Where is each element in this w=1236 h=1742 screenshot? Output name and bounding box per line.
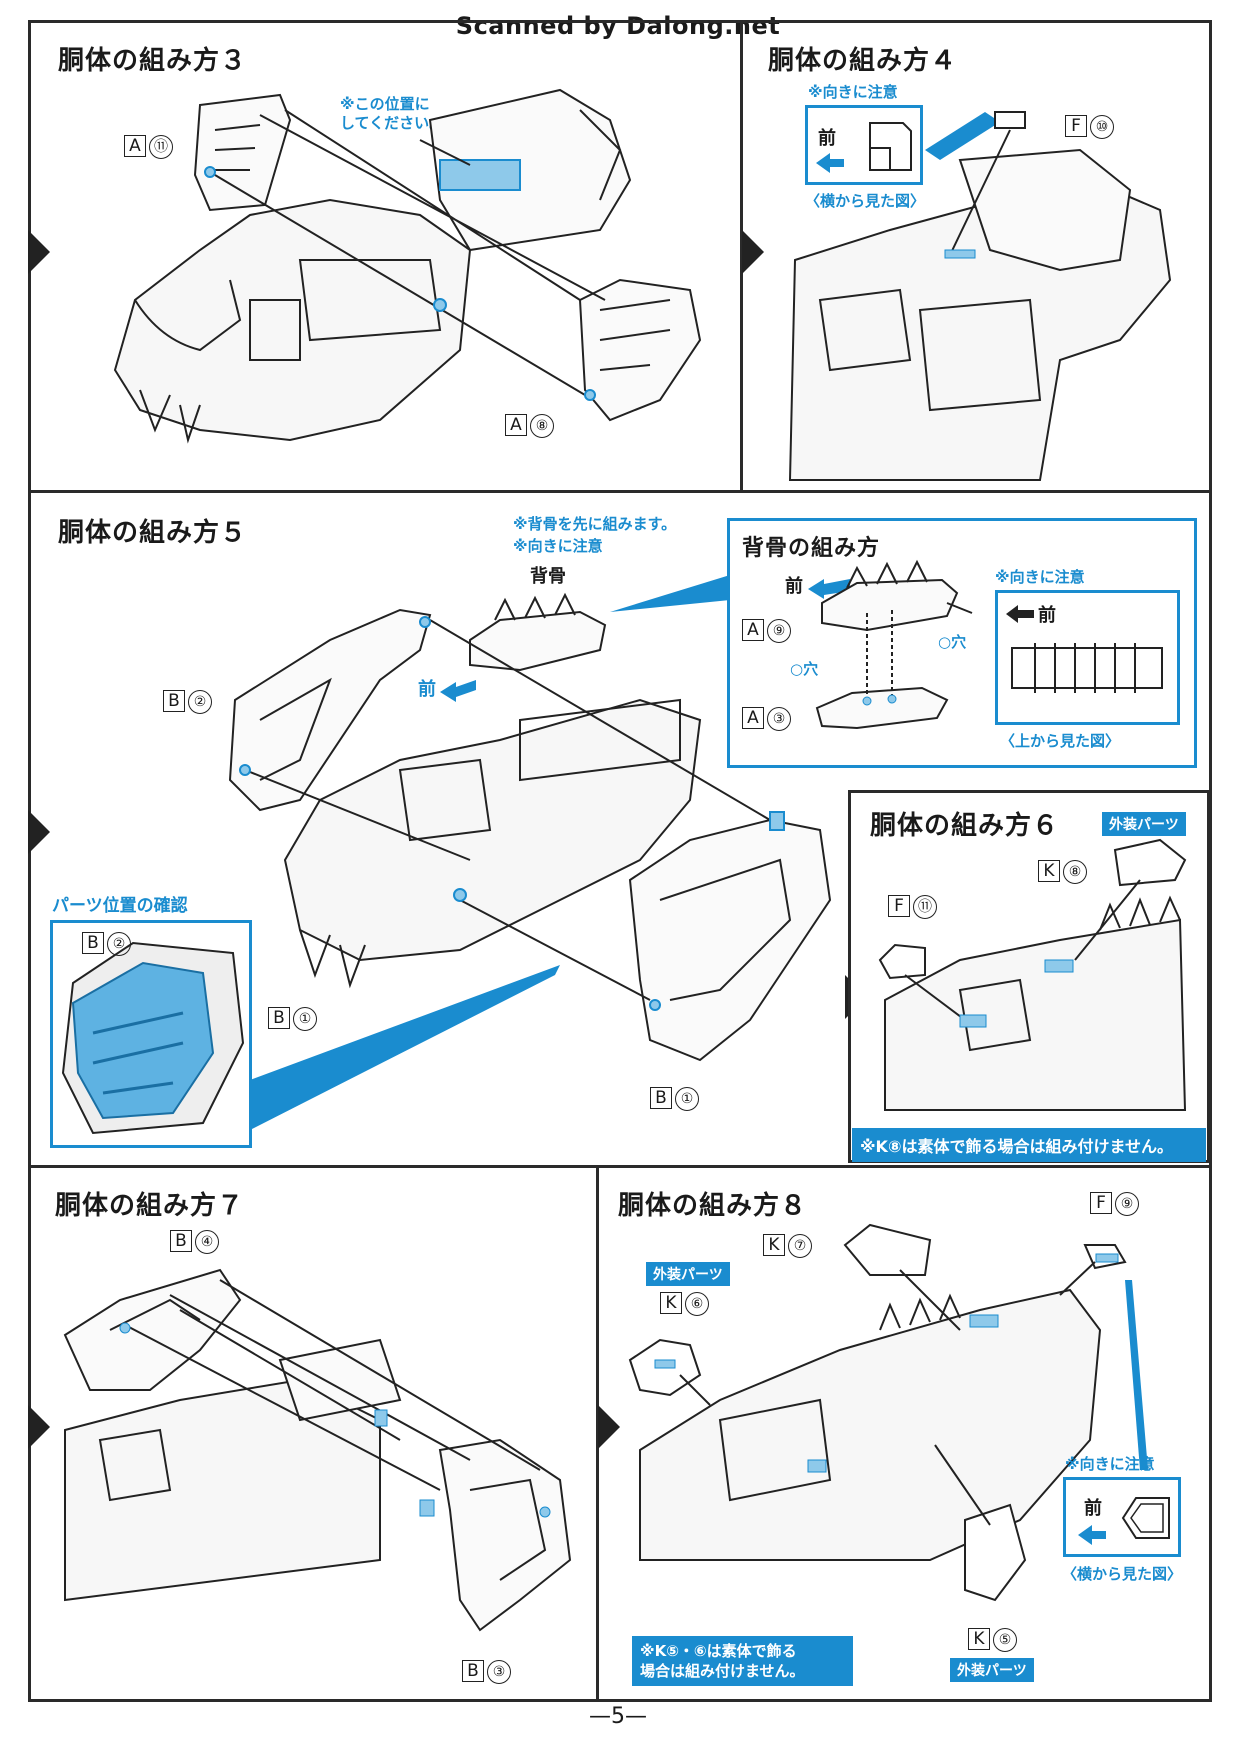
step8-caption: 〈横から見た図〉: [1062, 1565, 1183, 1583]
step3-position-note: ※この位置に してください。: [340, 95, 445, 132]
step8-side-view-box: 前: [1063, 1477, 1181, 1557]
step4-orientation-note: ※向きに注意: [808, 83, 898, 101]
part-side-view-icon: [1121, 1497, 1170, 1539]
hole-label-right: ○穴: [938, 633, 967, 651]
step3-title: 胴体の組み方３: [58, 46, 248, 76]
front-arrow-icon: [1006, 605, 1034, 623]
step7-title: 胴体の組み方７: [55, 1191, 245, 1221]
step5-illustration: [228, 575, 832, 1130]
step8-warning: ※K⑤・⑥は素体で飾る 場合は組み付けません。: [632, 1636, 853, 1686]
step6-exterior-badge: 外装パーツ: [1102, 812, 1186, 836]
spine-top-view-box: 前: [995, 590, 1180, 725]
step4-title: 胴体の組み方４: [768, 46, 958, 76]
step8-front-label: 前: [1084, 1498, 1102, 1519]
spine-orientation-note: ※向きに注意: [995, 568, 1085, 586]
top-view-front-label: 前: [1038, 605, 1056, 626]
step6-title: 胴体の組み方６: [870, 811, 1060, 841]
spine-parts-illustration: [815, 559, 973, 730]
spine-box-title: 背骨の組み方: [742, 536, 881, 561]
part-side-view-icon: [869, 122, 912, 171]
step8-orientation-note: ※向きに注意: [1065, 1455, 1155, 1473]
flow-arrow-icon: [28, 230, 50, 274]
divider-row2: [28, 1165, 1212, 1168]
divider-col-r1: [740, 20, 743, 492]
step8-exterior-badge-2: 外装パーツ: [950, 1658, 1034, 1682]
front-arrow-icon: [808, 579, 850, 599]
divider-col-r3: [596, 1165, 599, 1702]
flow-arrow-icon: [28, 810, 50, 854]
step5-front-label: 前: [418, 679, 436, 700]
front-label: 前: [818, 128, 836, 149]
hole-label-left: ○穴: [790, 660, 819, 678]
step4-illustration: [788, 111, 1172, 481]
step8-exterior-badge-1: 外装パーツ: [646, 1262, 730, 1286]
front-arrow-icon: [440, 680, 476, 702]
flow-arrow-icon: [28, 1405, 50, 1449]
step5-note-orientation: ※向きに注意: [513, 537, 603, 555]
step7-illustration: [63, 1268, 572, 1632]
scan-credit: Scanned by Dalong.net: [455, 12, 781, 40]
step5-note-spine-first: ※背骨を先に組みます。: [513, 515, 677, 533]
page-number: —5—: [589, 1704, 647, 1729]
step8-title: 胴体の組み方８: [618, 1191, 808, 1221]
page-frame: [28, 20, 1212, 1702]
flow-arrow-icon: [742, 230, 764, 274]
front-arrow-icon: [1078, 1525, 1106, 1545]
flow-arrow-icon: [598, 1405, 620, 1449]
step5-title: 胴体の組み方５: [58, 518, 248, 548]
spine-label: 背骨: [530, 566, 566, 587]
spine-front-label: 前: [785, 576, 803, 597]
confirm-illustration: [61, 941, 245, 1135]
step3-illustration: [113, 88, 702, 444]
step6-warning: ※K⑧は素体で飾る場合は組み付けません。: [852, 1128, 1206, 1162]
step6-illustration: [878, 838, 1187, 1111]
confirm-title: パーツ位置の確認: [52, 896, 188, 916]
spine-top-view-icon: [1011, 643, 1163, 693]
parts-position-confirm-box: [50, 920, 252, 1148]
divider-row1: [28, 490, 1212, 493]
step4-caption: 〈横から見た図〉: [805, 192, 926, 210]
step8-illustration: [628, 1223, 1148, 1602]
spine-top-view-caption: 〈上から見た図〉: [1000, 732, 1121, 750]
step4-side-view-box: 前: [805, 105, 923, 185]
front-arrow-icon: [816, 153, 844, 173]
